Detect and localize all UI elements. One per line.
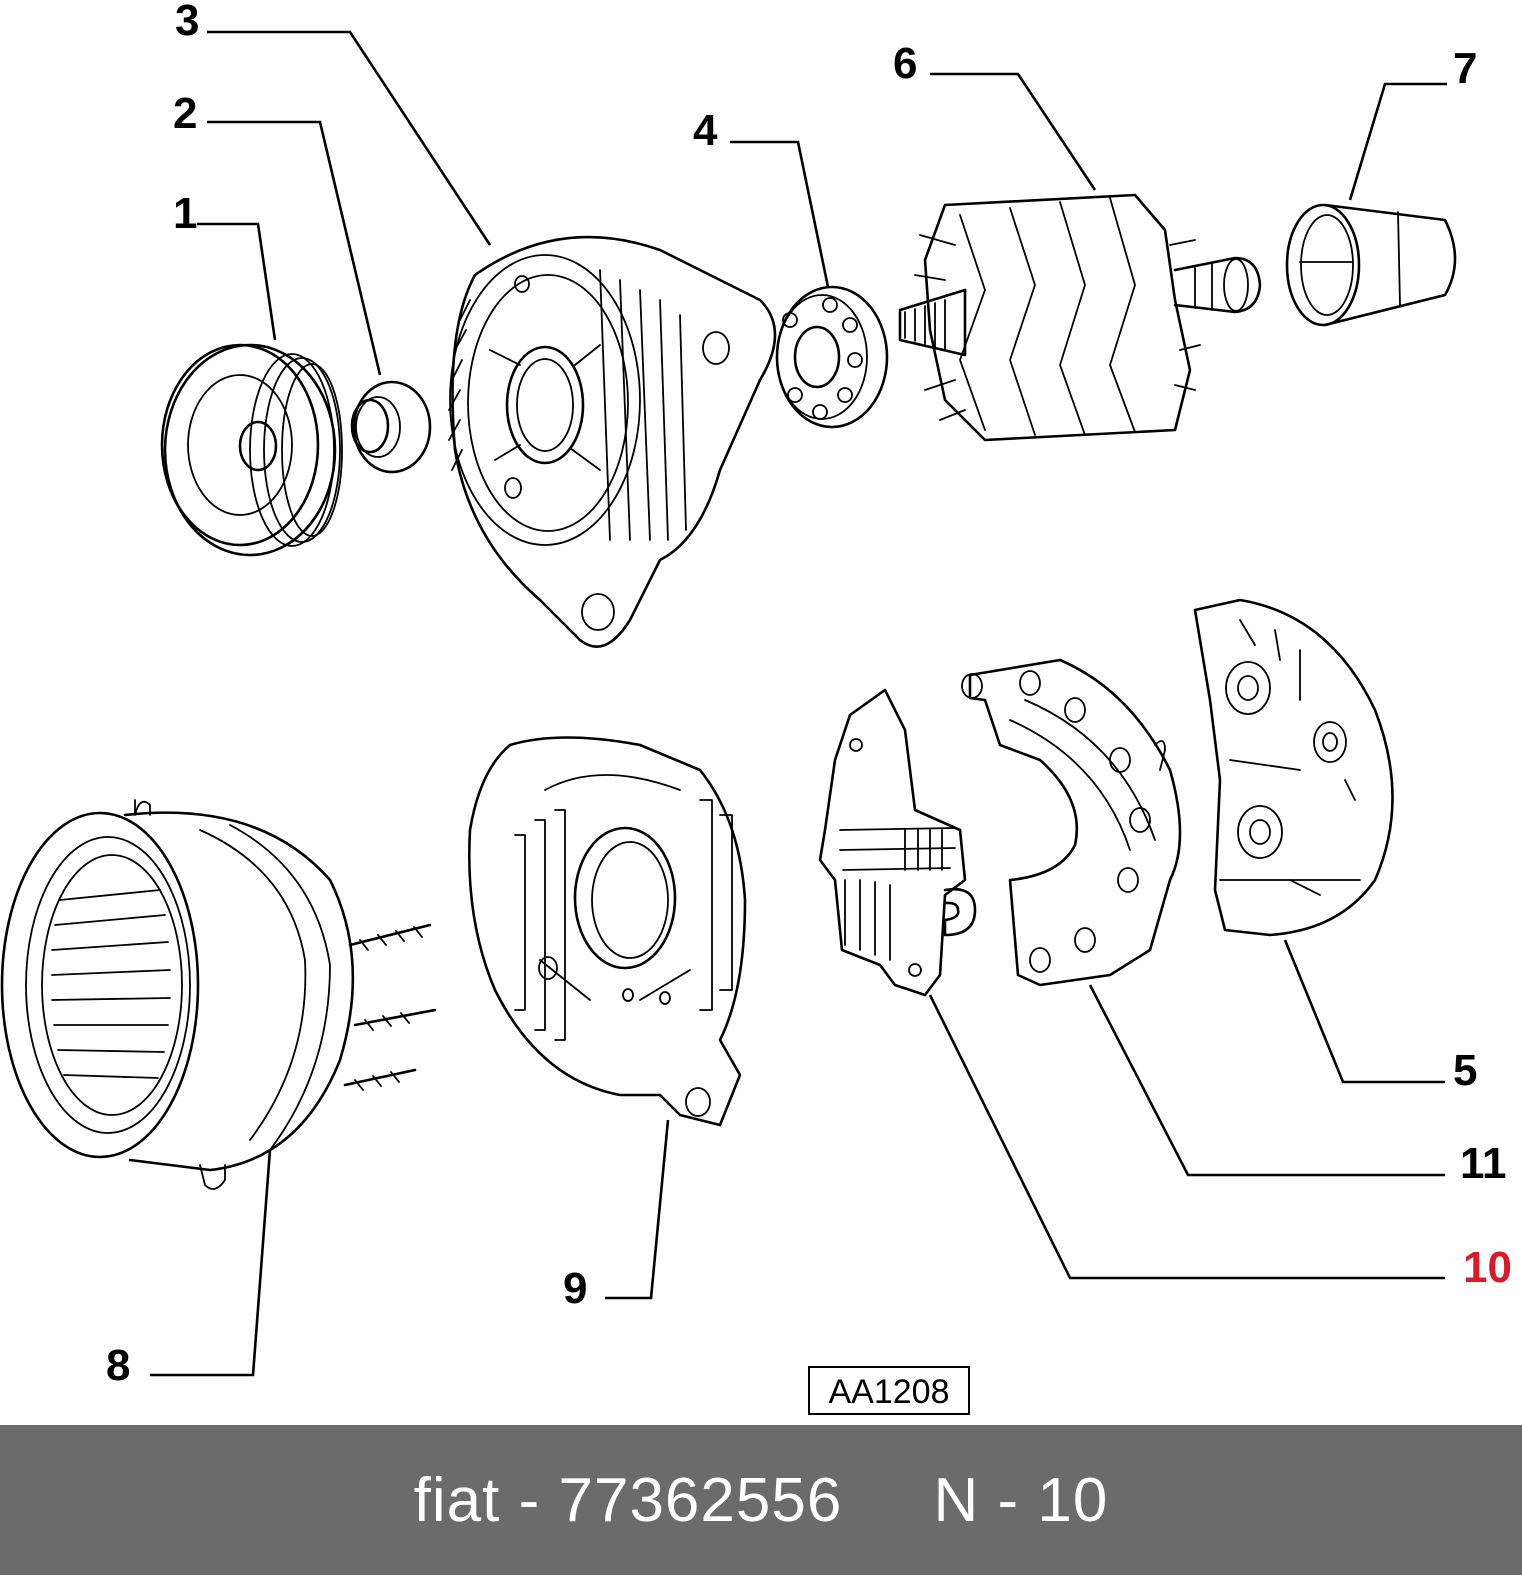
drawing-code-text: AA1208 xyxy=(829,1373,950,1411)
part-3-front-housing xyxy=(448,235,777,648)
part-info-footer: fiat - 77362556 N - 10 xyxy=(0,1425,1522,1575)
part-number: 77362556 xyxy=(558,1465,843,1535)
brand-name: fiat xyxy=(413,1465,501,1535)
part-6-rotor xyxy=(898,193,1262,442)
leader-lines xyxy=(150,30,1447,1377)
position-number: 10 xyxy=(1037,1465,1109,1535)
position-separator: - xyxy=(997,1465,1020,1535)
callout-3: 3 xyxy=(175,0,199,45)
part-2-spacer xyxy=(350,380,432,474)
callout-8: 8 xyxy=(106,1341,130,1390)
part-8-stator xyxy=(0,799,437,1190)
drawing-code-label: AA1208 xyxy=(808,1366,970,1415)
callout-10-highlighted: 10 xyxy=(1463,1243,1512,1292)
part-1-pulley xyxy=(160,343,343,557)
callout-4: 4 xyxy=(693,106,718,155)
part-11-rectifier xyxy=(961,658,1182,987)
part-5-rear-cover xyxy=(1193,598,1394,937)
callout-6: 6 xyxy=(893,39,917,88)
exploded-parts-diagram: 1 2 3 4 5 6 7 8 9 10 11 AA1208 xyxy=(0,0,1512,1415)
callout-9: 9 xyxy=(563,1264,587,1313)
callout-1: 1 xyxy=(173,189,197,238)
callout-2: 2 xyxy=(173,89,197,138)
part-4-bearing xyxy=(775,285,889,429)
part-9-rear-housing xyxy=(467,736,747,1127)
callout-5: 5 xyxy=(1453,1046,1477,1095)
callout-numbers: 1 2 3 4 5 6 7 8 9 10 11 xyxy=(106,0,1512,1390)
brand-separator: - xyxy=(518,1465,541,1535)
position-label: N xyxy=(933,1465,980,1535)
callout-7: 7 xyxy=(1453,44,1477,93)
part-10-regulator xyxy=(818,688,977,997)
part-7-cap xyxy=(1285,203,1457,327)
callout-11: 11 xyxy=(1460,1139,1507,1188)
